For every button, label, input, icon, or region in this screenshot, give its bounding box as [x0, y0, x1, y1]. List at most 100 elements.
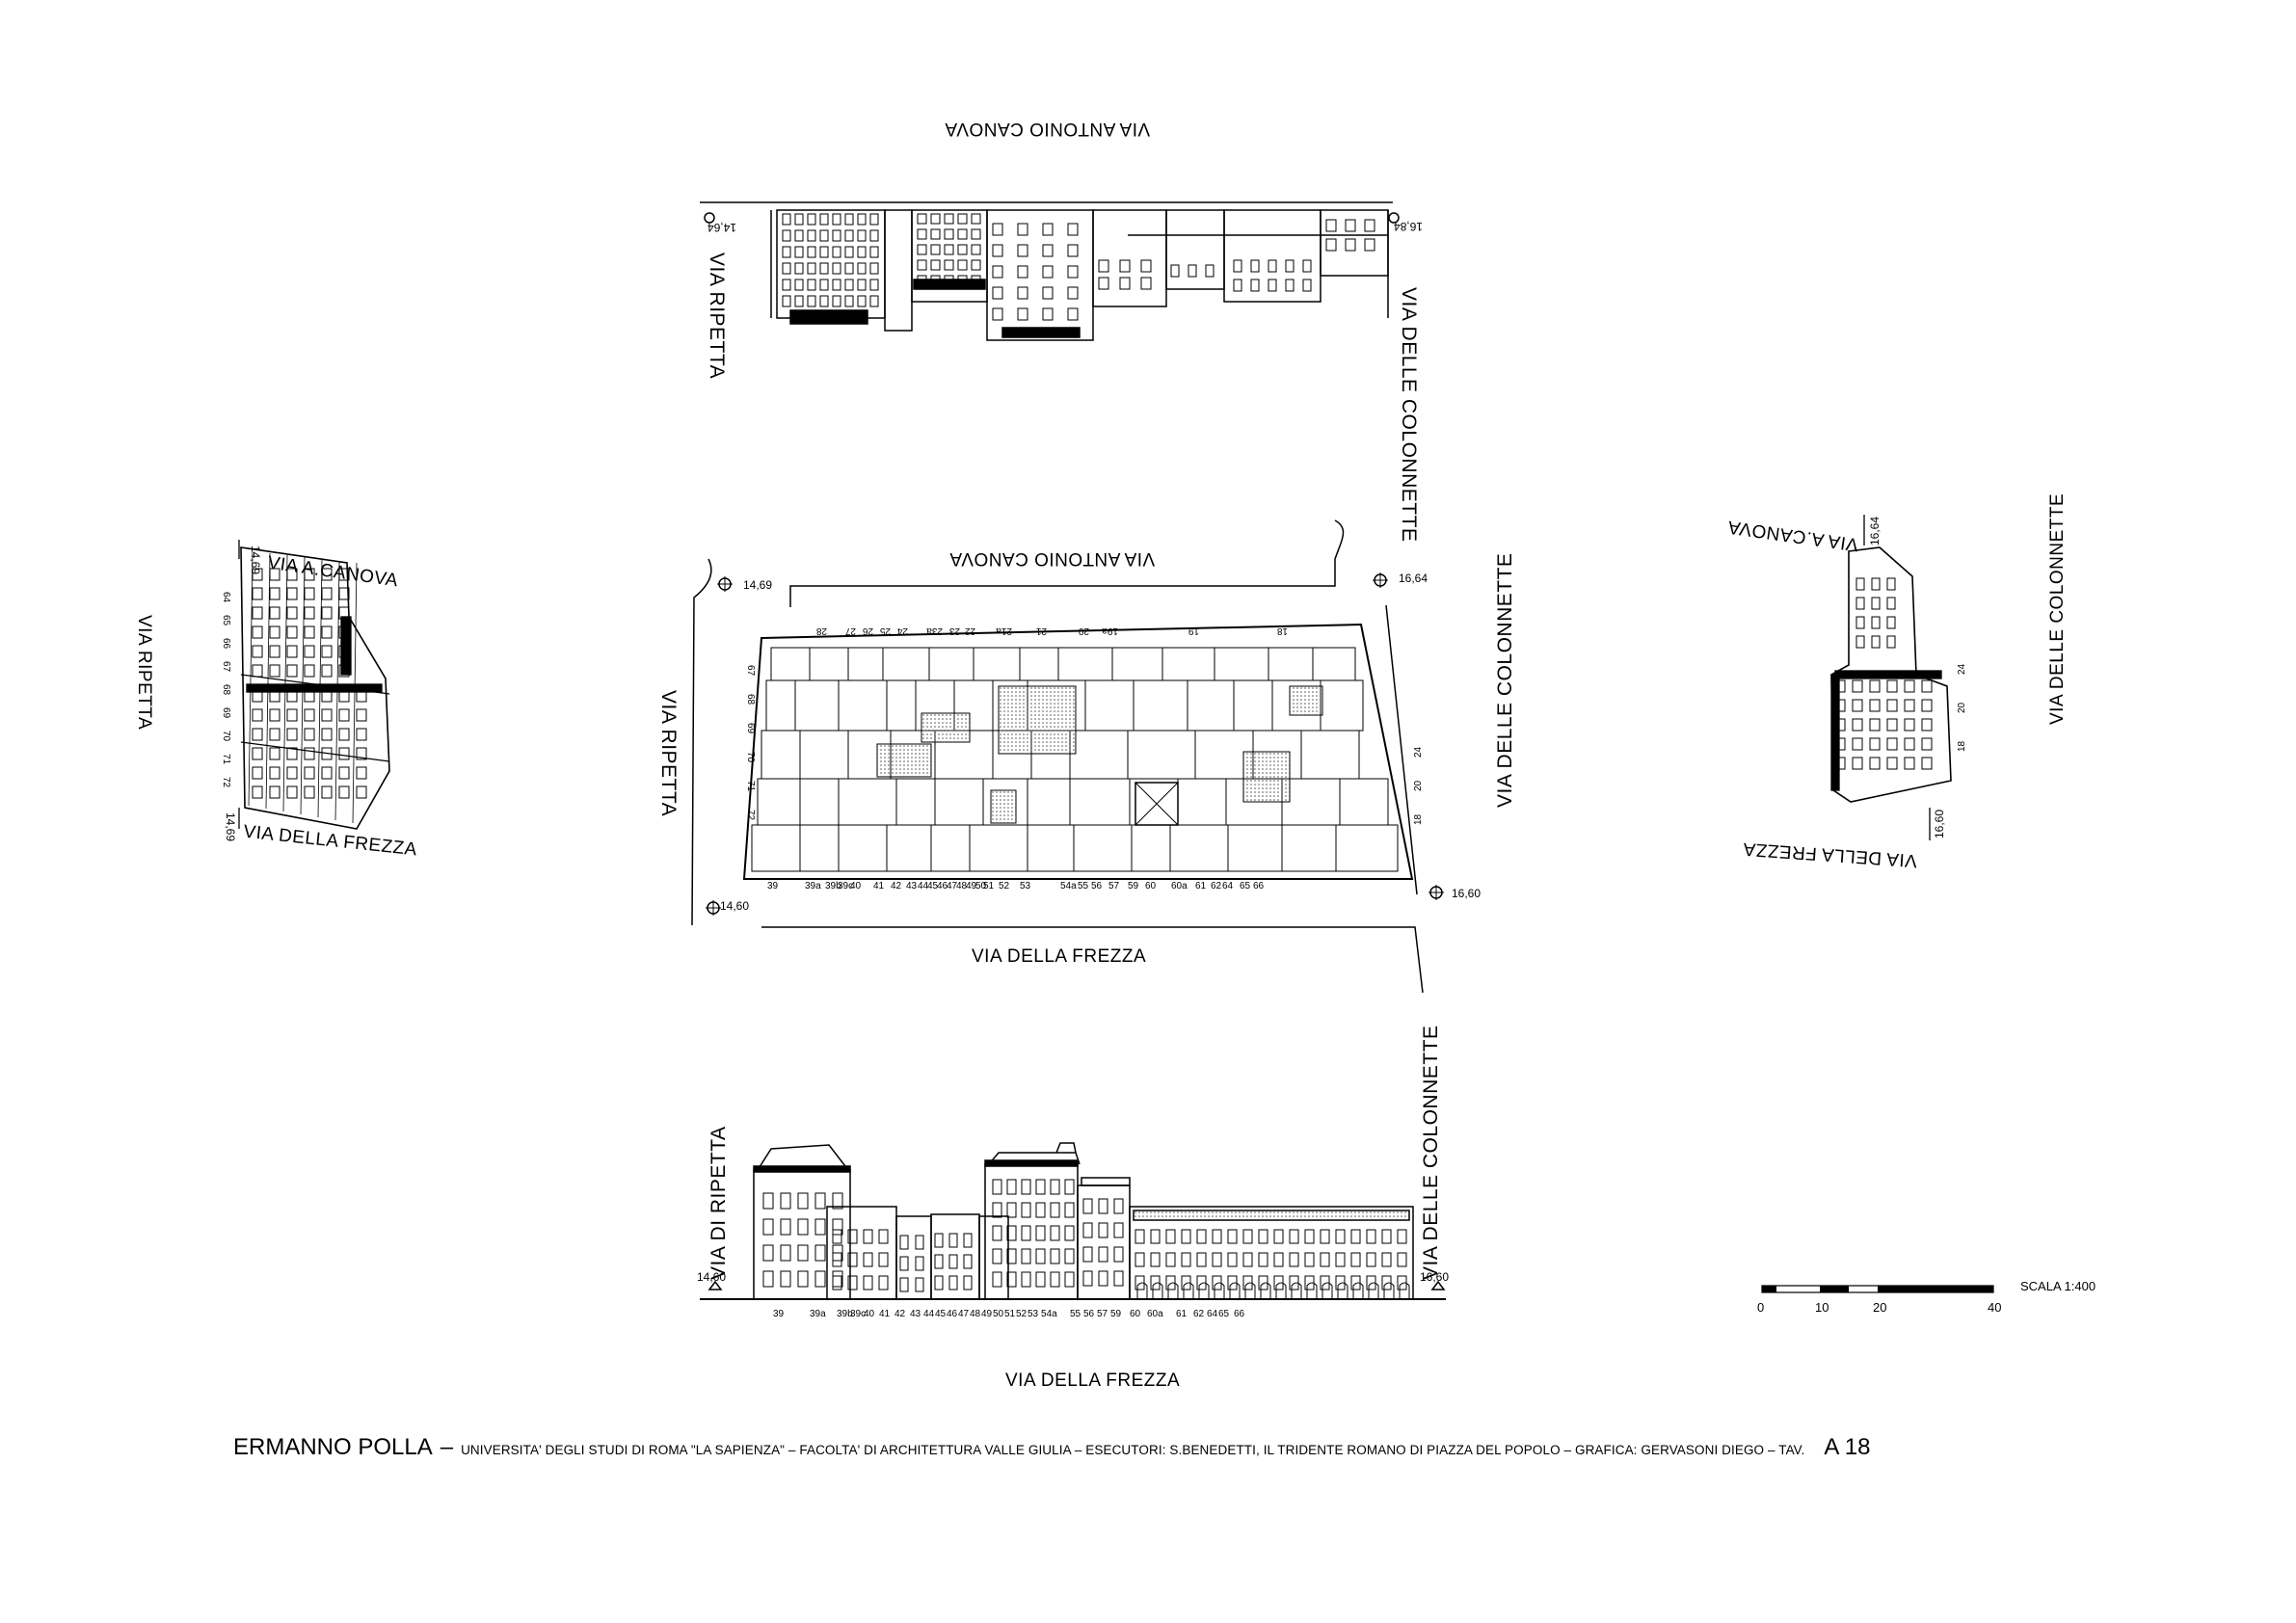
scale-label: SCALA 1:400 [2020, 1279, 2096, 1293]
street-number: 27 [844, 625, 856, 636]
sheet-number: A 18 [1824, 1434, 1871, 1460]
street-number: 48 [970, 1309, 981, 1319]
street-number: 39a [805, 881, 821, 891]
street-label-ripetta-bottom: VIA DI RIPETTA [707, 1126, 730, 1280]
street-number: 45 [927, 881, 939, 891]
street-number: 50 [975, 881, 987, 891]
separator: – [440, 1434, 454, 1460]
street-number: 39a [810, 1309, 826, 1319]
street-number: 64 [1222, 881, 1234, 891]
street-number: 65 [221, 615, 231, 626]
street-label-colonnette-bottom: VIA DELLE COLONNETTE [1420, 1024, 1442, 1280]
street-number: 64 [1207, 1309, 1218, 1319]
street-number: 39 [773, 1309, 785, 1319]
street-label-frezza-bottom: VIA DELLA FREZZA [1005, 1370, 1181, 1391]
street-number: 62 [1193, 1309, 1205, 1319]
street-number: 20 [1413, 780, 1424, 791]
street-number: 39c [850, 1309, 867, 1319]
street-number: 25 [879, 625, 891, 636]
street-number: 47 [958, 1309, 970, 1319]
street-number: 57 [1108, 881, 1120, 891]
title-block: ERMANNO POLLA – UNIVERSITA' DEGLI STUDI … [233, 1434, 1870, 1461]
level-label: 14,69 [743, 578, 773, 592]
street-number: 70 [745, 752, 756, 763]
street-number: 39c [838, 881, 854, 891]
street-number: 60a [1171, 881, 1188, 891]
elevation-via-ripetta [238, 540, 390, 830]
street-number: 54a [1041, 1309, 1057, 1319]
elevation-via-canova [700, 201, 1400, 341]
street-number: 49 [966, 881, 977, 891]
street-number: 52 [999, 881, 1010, 891]
street-label-ripetta-left: VIA RIPETTA [134, 615, 154, 731]
street-number: 47 [947, 881, 958, 891]
level-label: 16,60 [1420, 1270, 1450, 1284]
street-label-canova-plan: VIA ANTONIO CANOVA [949, 548, 1156, 569]
street-number: 24 [1413, 746, 1424, 758]
street-number: 41 [879, 1309, 891, 1319]
street-number: 46 [947, 1309, 958, 1319]
street-label-frezza-plan: VIA DELLA FREZZA [972, 946, 1147, 967]
street-number: 23 [948, 625, 960, 636]
street-number: 53 [1028, 1309, 1039, 1319]
street-number: 39b [837, 1309, 853, 1319]
block-plan [691, 519, 1444, 994]
elevation-via-frezza [700, 1142, 1446, 1300]
level-label: 14,60 [720, 899, 750, 913]
street-number: 50 [993, 1309, 1004, 1319]
street-number: 42 [891, 881, 902, 891]
street-number: 71 [221, 754, 231, 765]
street-number: 66 [221, 638, 231, 650]
street-number: 56 [1091, 881, 1103, 891]
street-number: 64 [221, 592, 231, 603]
level-label: 16,84 [1394, 220, 1424, 233]
scale-tick-label: 40 [1988, 1300, 2002, 1315]
street-number: 18 [1957, 740, 1967, 752]
street-number: 60 [1130, 1309, 1141, 1319]
street-number: 57 [1097, 1309, 1108, 1319]
street-number: 23a [926, 625, 943, 636]
street-number: 62 [1211, 881, 1222, 891]
street-number: 18 [1276, 625, 1288, 636]
level-label: 16,60 [1933, 809, 1946, 838]
street-number: 67 [221, 661, 231, 673]
street-number: 49 [981, 1309, 993, 1319]
street-number: 60a [1147, 1309, 1163, 1319]
street-number: 43 [906, 881, 918, 891]
scale-bar [1761, 1285, 1994, 1293]
street-number: 70 [221, 731, 231, 742]
street-label-ripetta-top: VIA RIPETTA [706, 253, 728, 380]
street-number: 28 [815, 625, 827, 636]
street-number: 71 [745, 781, 756, 792]
street-number: 21a [996, 625, 1012, 636]
street-number: 40 [850, 881, 862, 891]
street-number: 65 [1218, 1309, 1230, 1319]
street-number: 19a [1102, 625, 1118, 636]
level-label: 16,64 [1399, 572, 1428, 585]
street-number: 42 [894, 1309, 906, 1319]
level-label: 16,64 [1868, 516, 1882, 545]
street-number: 69 [221, 707, 231, 719]
street-number: 19 [1188, 625, 1199, 636]
street-number: 48 [956, 881, 968, 891]
street-number: 52 [1016, 1309, 1028, 1319]
street-number: 41 [873, 881, 885, 891]
street-number: 51 [1004, 1309, 1016, 1319]
street-label-colonnette-right: VIA DELLE COLONNETTE [2047, 492, 2068, 725]
street-number: 65 [1240, 881, 1251, 891]
street-number: 22 [964, 625, 975, 636]
street-number: 55 [1078, 881, 1089, 891]
street-number: 45 [935, 1309, 947, 1319]
elevation-via-colonnette [1830, 515, 1952, 840]
street-number: 53 [1020, 881, 1031, 891]
street-number: 61 [1195, 881, 1207, 891]
street-label-ripetta-plan: VIA RIPETTA [657, 690, 680, 817]
street-number: 24 [896, 625, 908, 636]
street-number: 40 [864, 1309, 875, 1319]
street-number: 59 [1110, 1309, 1122, 1319]
street-number: 44 [918, 881, 929, 891]
credits-line: UNIVERSITA' DEGLI STUDI DI ROMA "LA SAPI… [461, 1443, 1805, 1457]
street-number: 69 [745, 723, 756, 734]
street-number: 68 [221, 684, 231, 696]
